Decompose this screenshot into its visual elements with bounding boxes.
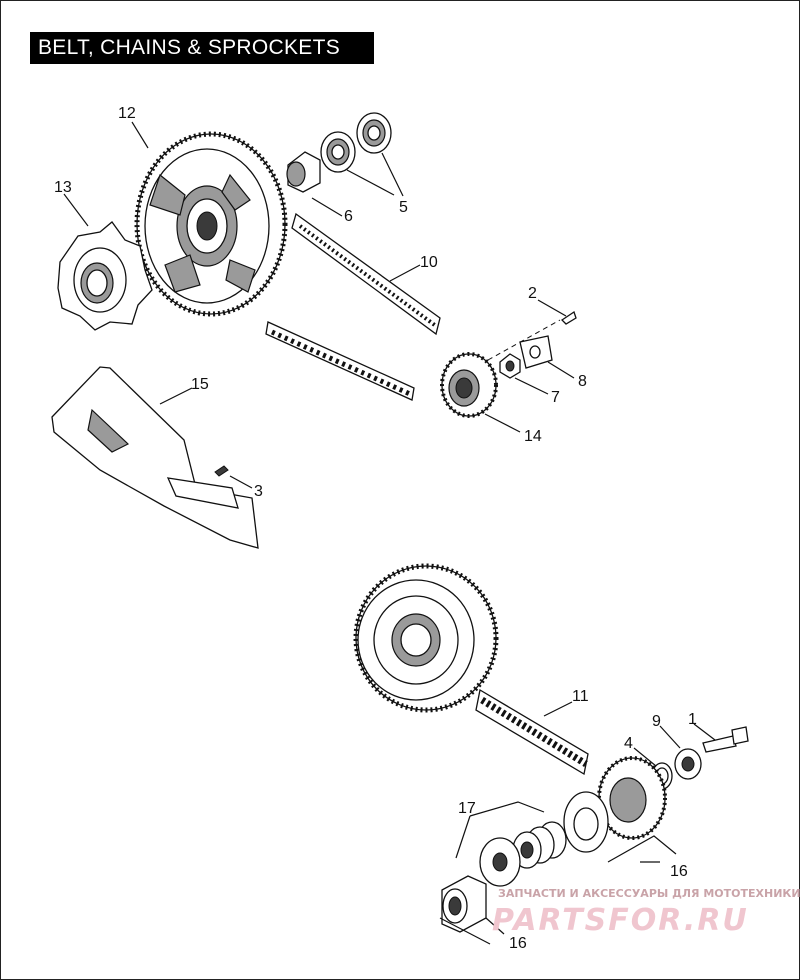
callout-16-lower: 16 bbox=[509, 935, 527, 952]
transmission-sprocket bbox=[440, 352, 498, 418]
watermark-tagline: ЗАПЧАСТИ И АКСЕССУАРЫ ДЛЯ МОТОТЕХНИКИ bbox=[498, 887, 800, 900]
clutch-shell bbox=[353, 563, 499, 713]
callout-15: 15 bbox=[191, 376, 209, 393]
cush-drive-damper bbox=[57, 221, 153, 331]
sprocket-bolt-washers bbox=[651, 726, 749, 790]
wheel-bearings bbox=[320, 112, 392, 173]
callout-12: 12 bbox=[118, 105, 136, 122]
callout-4: 4 bbox=[624, 735, 633, 752]
callout-11: 11 bbox=[572, 688, 589, 705]
callout-5: 5 bbox=[399, 199, 408, 216]
callout-17: 17 bbox=[458, 800, 476, 817]
callout-14: 14 bbox=[524, 428, 542, 445]
callout-16-upper: 16 bbox=[670, 863, 688, 880]
drive-belt bbox=[265, 212, 441, 401]
lock-plate-nut-screw bbox=[487, 310, 577, 379]
callout-3: 3 bbox=[254, 483, 263, 500]
primary-chain bbox=[475, 688, 589, 776]
splined-shaft-extension bbox=[441, 875, 487, 933]
compensator-spring-pack bbox=[479, 821, 567, 887]
leader-lines bbox=[63, 121, 716, 945]
diagram-title: BELT, CHAINS & SPROCKETS bbox=[30, 32, 374, 64]
callout-8: 8 bbox=[578, 373, 587, 390]
rear-belt-sprocket bbox=[134, 131, 288, 317]
callout-1: 1 bbox=[688, 711, 697, 728]
callout-6: 6 bbox=[344, 208, 353, 225]
callout-13: 13 bbox=[54, 179, 72, 196]
watermark-brand: PARTSFOR.RU bbox=[492, 903, 749, 938]
belt-guard bbox=[51, 366, 259, 549]
callout-10: 10 bbox=[420, 254, 438, 271]
callout-7: 7 bbox=[551, 389, 560, 406]
callout-2: 2 bbox=[528, 285, 537, 302]
callout-9: 9 bbox=[652, 713, 661, 730]
spacer bbox=[286, 151, 321, 193]
engine-sprocket bbox=[563, 756, 667, 853]
